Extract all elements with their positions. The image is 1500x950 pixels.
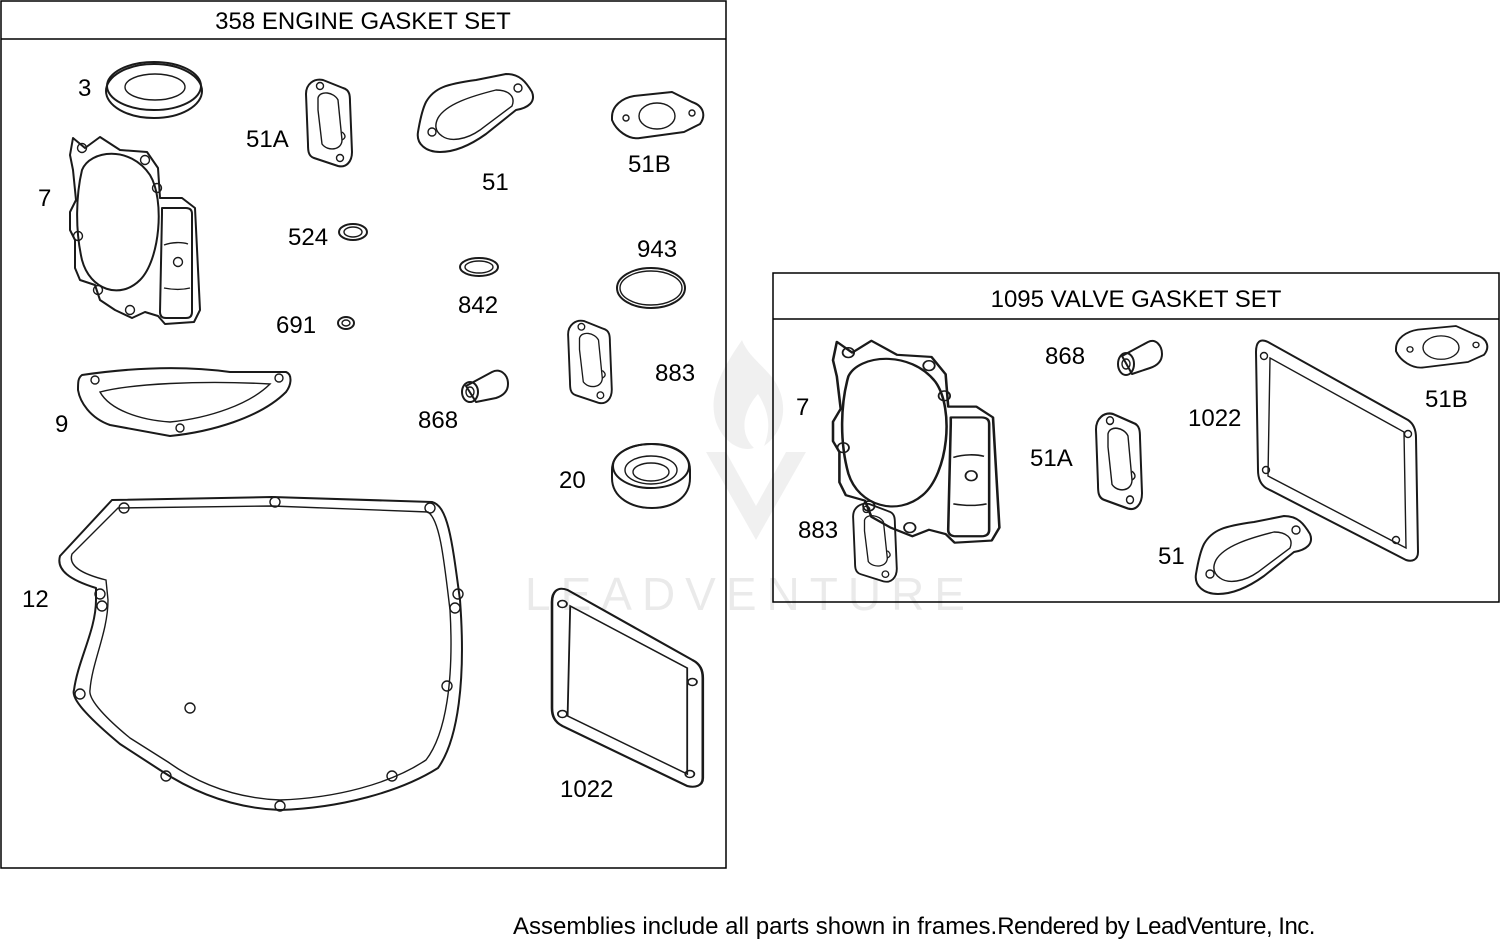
- callout-691: 691: [276, 312, 316, 339]
- o-ring-part-524: [338, 223, 368, 241]
- callout-51a: 51A: [246, 126, 289, 153]
- flame-logo-icon: [713, 340, 784, 449]
- callout-1022-valve-set: 1022: [1188, 405, 1241, 432]
- callout-51a-valve-set: 51A: [1030, 445, 1073, 472]
- gasket-part-9: [77, 367, 292, 437]
- o-ring-part-842: [459, 257, 499, 277]
- watermark-text: LEADVENTURE: [525, 568, 975, 620]
- bearing-part-20: [611, 443, 691, 509]
- callout-7-valve-set: 7: [796, 394, 809, 421]
- callout-3: 3: [78, 75, 91, 102]
- callout-883-valve-set: 883: [798, 517, 838, 544]
- engine-gasket-set-title: 358 ENGINE GASKET SET: [215, 8, 511, 35]
- flange-gasket-part-51b-valve-set: [1395, 325, 1489, 369]
- callout-7: 7: [38, 185, 51, 212]
- assemblies-note: Assemblies include all parts shown in fr…: [513, 913, 998, 940]
- leadventure-watermark: LEADVENTURE: [525, 340, 975, 620]
- valve-gasket-set-title: 1095 VALVE GASKET SET: [991, 286, 1282, 313]
- intake-gasket-part-51a: [305, 78, 353, 168]
- valve-gasket-set-frame: 1095 VALVE GASKET SET 868 7 51B 1022 51A…: [772, 272, 1500, 603]
- callout-943: 943: [637, 236, 677, 263]
- flange-gasket-part-51b: [611, 91, 705, 140]
- spacer-gasket-part-51-valve-set: [1194, 515, 1313, 595]
- callout-842: 842: [458, 292, 498, 319]
- valve-guide-part-868-valve-set: [1117, 340, 1163, 376]
- o-ring-part-943: [616, 267, 686, 309]
- crankcase-gasket-part-12: [58, 496, 464, 812]
- callout-20: 20: [559, 467, 586, 494]
- valve-guide-part-868: [461, 369, 509, 403]
- gasket-part-883: [567, 319, 613, 405]
- cylinder-head-gasket-part-7: [69, 136, 201, 325]
- cylinder-head-gasket-part-7-valve-set: [831, 339, 1001, 545]
- engine-gasket-set-frame: 358 ENGINE GASKET SET: [0, 0, 727, 869]
- callout-51b-valve-set: 51B: [1425, 386, 1468, 413]
- callout-1022: 1022: [560, 776, 613, 803]
- footer-note: Assemblies include all parts shown in fr…: [513, 913, 1315, 941]
- callout-868-valve-set: 868: [1045, 343, 1085, 370]
- rendered-by-credit: Rendered by LeadVenture, Inc.: [997, 913, 1315, 940]
- callout-883: 883: [655, 360, 695, 387]
- callout-51: 51: [482, 169, 509, 196]
- callout-868: 868: [418, 407, 458, 434]
- callout-12: 12: [22, 586, 49, 613]
- intake-gasket-part-51a-valve-set: [1094, 412, 1144, 511]
- callout-51b: 51B: [628, 151, 671, 178]
- callout-9: 9: [55, 411, 68, 438]
- seal-ring-part-3: [105, 61, 203, 119]
- valve-cover-gasket-part-1022-valve-set: [1255, 339, 1419, 562]
- callout-51-valve-set: 51: [1158, 543, 1185, 570]
- callout-524: 524: [288, 224, 328, 251]
- v-logo-icon: [706, 452, 806, 540]
- washer-part-691: [337, 316, 355, 330]
- spacer-gasket-part-51: [416, 73, 535, 153]
